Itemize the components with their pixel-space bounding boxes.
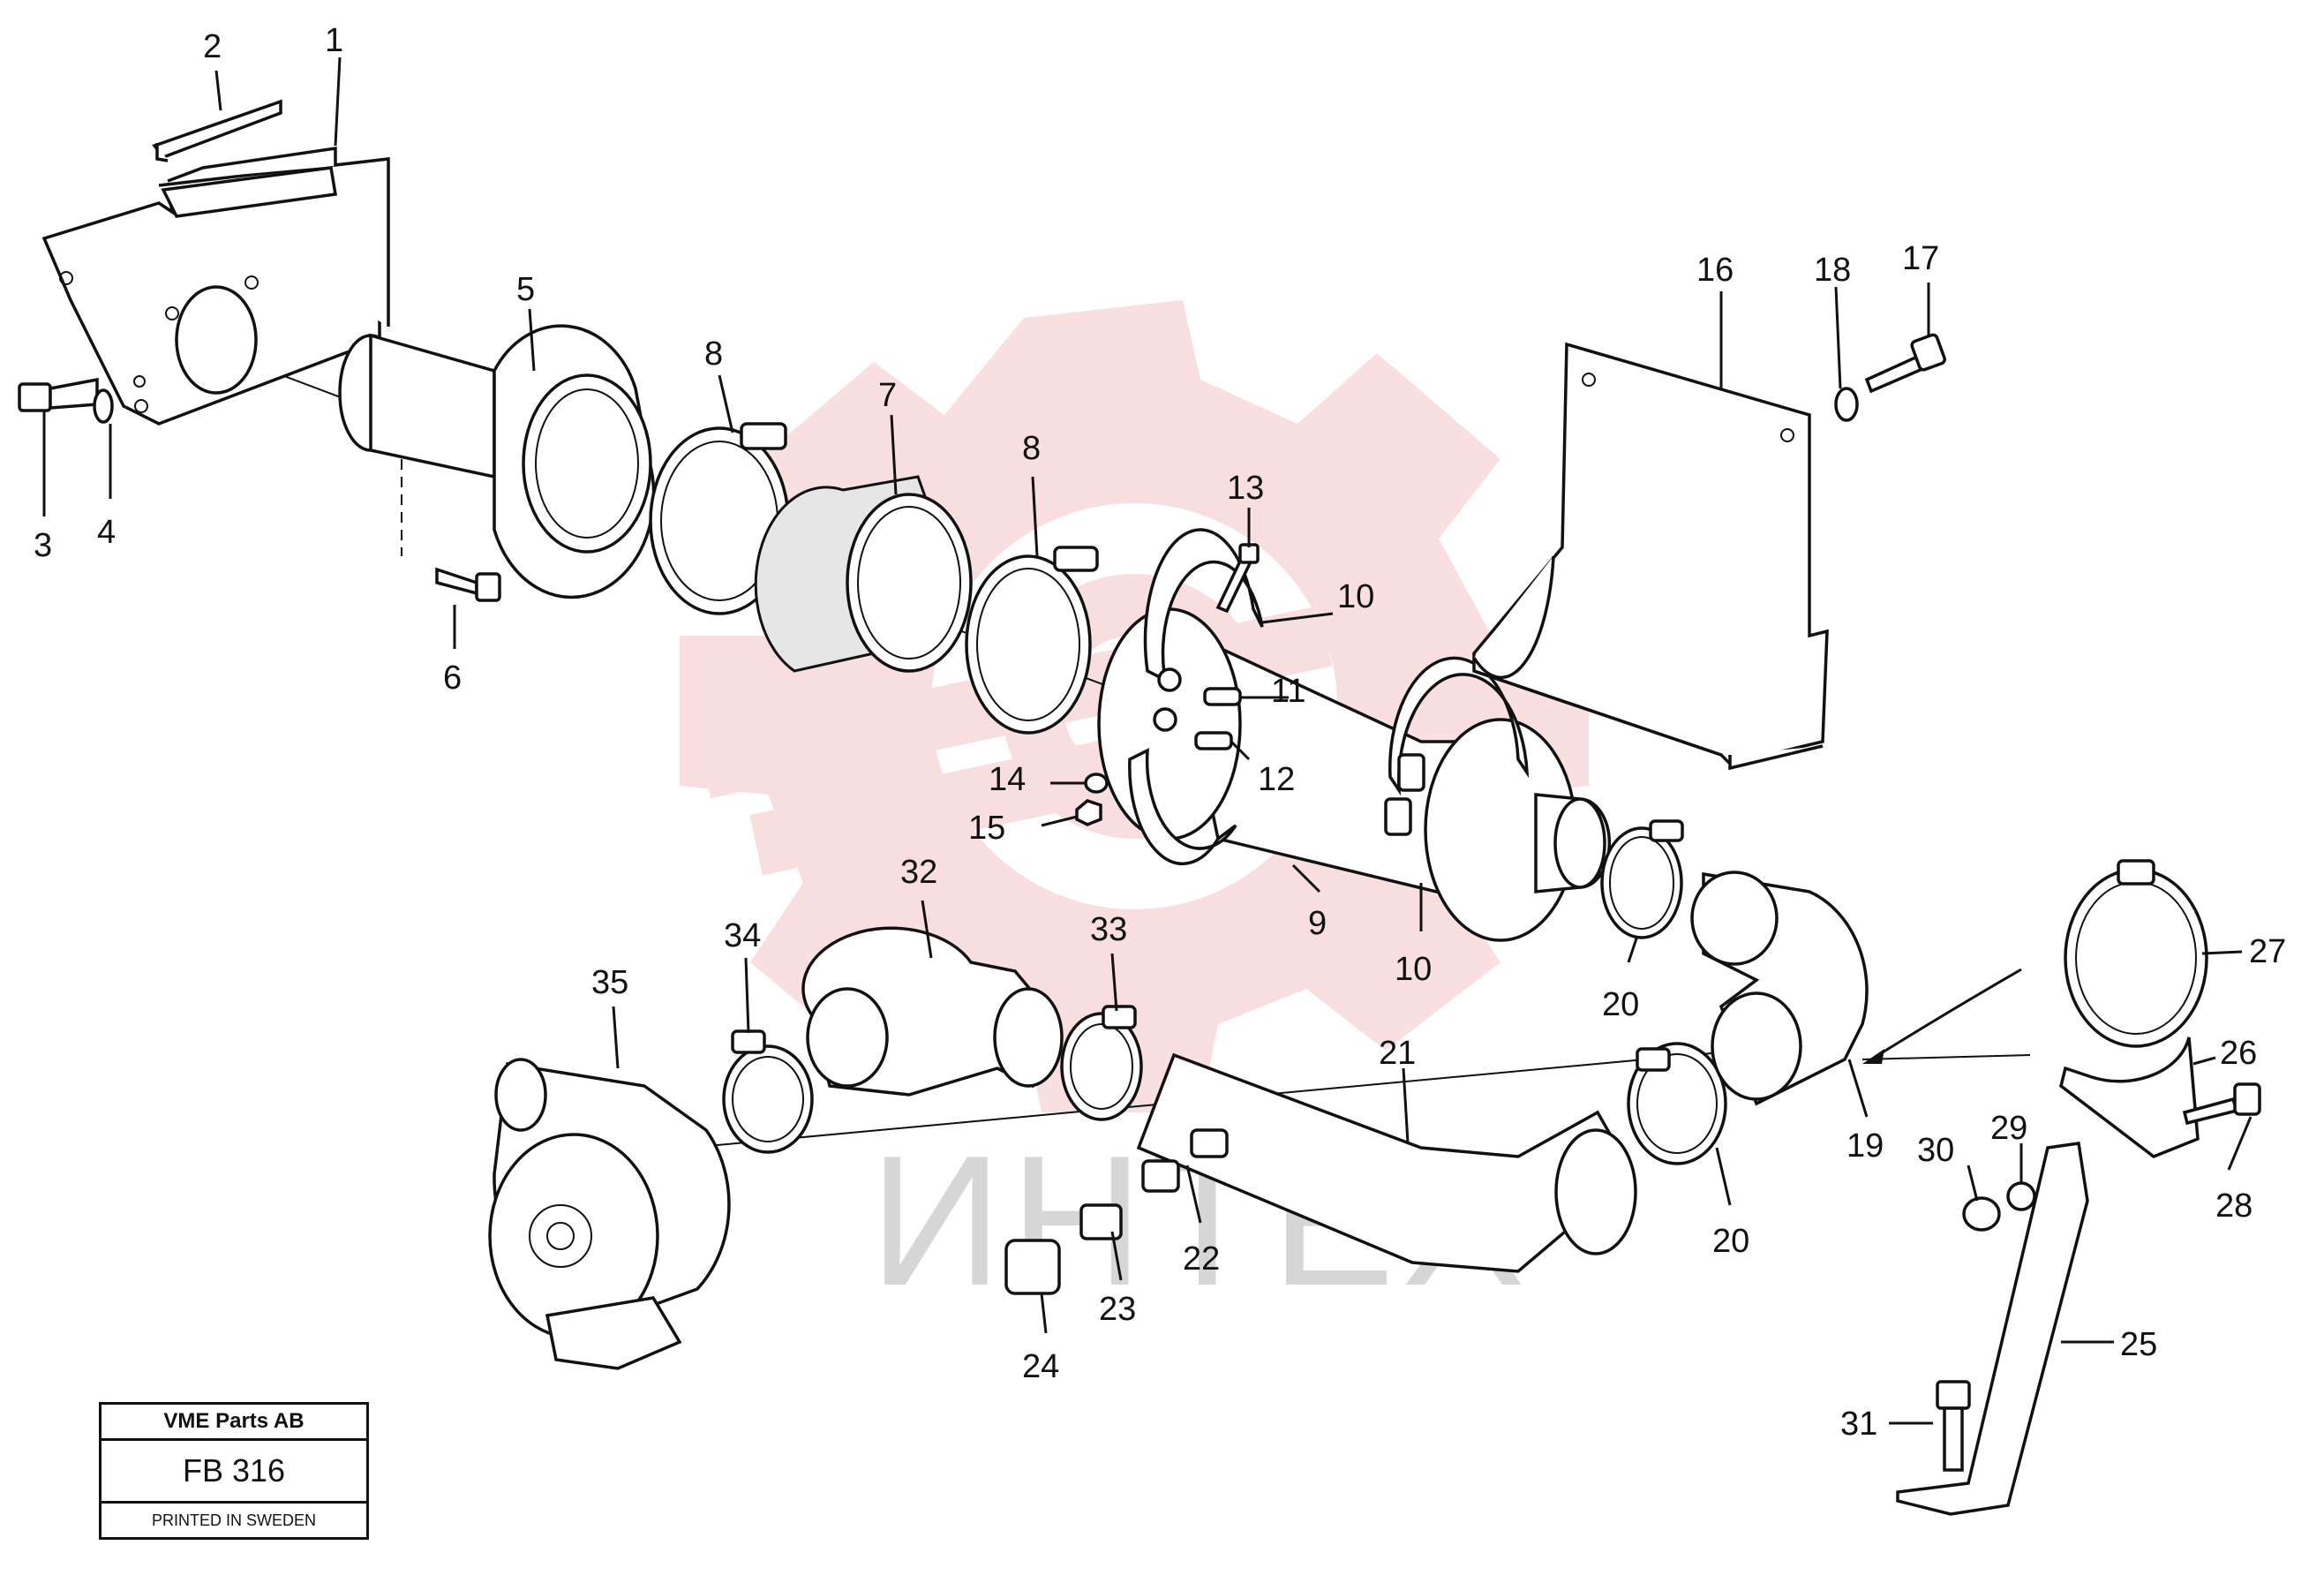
title-block-company: VME Parts AB [102,1405,366,1441]
callout-1: 1 [325,22,343,59]
title-block-drawing-number: FB 316 [102,1441,366,1504]
callout-15: 15 [968,810,1005,847]
callout-26: 26 [2220,1035,2257,1072]
callout-34: 34 [724,917,761,954]
elbow-hose-32 [801,926,1064,1097]
hose-clamp-20a [1600,819,1684,939]
hose-clamp-33 [1060,1005,1143,1121]
callout-3: 3 [34,527,52,564]
callout-4: 4 [97,514,116,551]
filter-bracket-16 [1472,342,1829,771]
callout-23: 23 [1099,1291,1136,1328]
bolt-6 [401,459,501,602]
callout-20a: 20 [1602,986,1639,1023]
callout-8a: 8 [704,335,723,373]
title-block-footer: PRINTED IN SWEDEN [151,1511,316,1529]
leader-lines [42,57,2253,1425]
callout-11: 11 [1271,673,1305,710]
callout-24: 24 [1022,1348,1059,1385]
mounting-strip [152,99,282,162]
adapter-pipe-5 [338,324,656,599]
bolt-17 [1864,333,1946,394]
callout-21: 21 [1379,1035,1416,1072]
callout-10a: 10 [1337,578,1374,615]
callout-28: 28 [2215,1187,2253,1225]
callout-31: 31 [1840,1406,1877,1443]
bolt-3 [18,377,99,412]
callout-17: 17 [1902,240,1939,277]
sensor-23 [1079,1203,1123,1240]
callout-5: 5 [516,271,535,308]
mounting-band-10b [1384,656,1530,836]
callout-13: 13 [1227,470,1264,507]
callout-8b: 8 [1022,430,1041,467]
support-strap-25 [1896,1142,2089,1516]
callout-6: 6 [443,660,462,697]
washer-29 [2006,1181,2036,1211]
title-block: VME Parts AB FB 316 PRINTED IN SWEDEN [99,1402,369,1540]
bolt-31 [1936,1380,1971,1472]
hose-clamp-20b [1627,1042,1727,1165]
callout-18: 18 [1814,252,1851,289]
callout-35: 35 [591,964,628,1001]
hose-clamp-34 [722,1029,814,1154]
callout-14: 14 [989,761,1026,798]
callout-20b: 20 [1712,1223,1749,1260]
callout-33: 33 [1090,911,1127,948]
mounting-band-10a [1128,528,1264,866]
callout-19: 19 [1846,1127,1884,1165]
callout-16: 16 [1696,252,1734,289]
callout-25: 25 [2120,1326,2157,1363]
callout-7: 7 [878,377,897,414]
callout-9: 9 [1308,905,1327,942]
callout-10b: 10 [1395,951,1432,988]
callout-12: 12 [1258,761,1295,798]
callout-27: 27 [2249,933,2286,970]
hose-clamp-8b [965,546,1099,735]
bolt-13 [1215,543,1260,614]
callout-30: 30 [1917,1132,1954,1169]
washer-14 [1084,773,1109,794]
callout-2: 2 [203,28,222,65]
saddle-26 [2059,1036,2200,1158]
screw-12 [1153,707,1233,750]
elbow-hose-19 [1690,871,1869,1106]
callout-labels: 1 2 3 4 5 6 7 8 8 9 10 10 11 12 13 14 15… [34,22,2286,1443]
adapter-22 [1141,1128,1229,1193]
nut-15 [1075,799,1102,826]
callout-32: 32 [900,854,937,891]
cap-24 [1004,1239,1061,1295]
nut-30 [1962,1196,2001,1232]
washer-4 [93,388,114,424]
turbocharger-35 [488,1058,731,1370]
washer-18 [1834,387,1859,422]
rubber-sleeve-7 [754,475,973,673]
callout-22: 22 [1183,1240,1220,1278]
callout-29: 29 [1990,1110,2027,1147]
long-hose-21 [1136,1052,1637,1273]
air-intake-housing [41,146,390,426]
bolt-28 [2182,1082,2261,1126]
hose-clamp-27 [2064,859,2208,1048]
